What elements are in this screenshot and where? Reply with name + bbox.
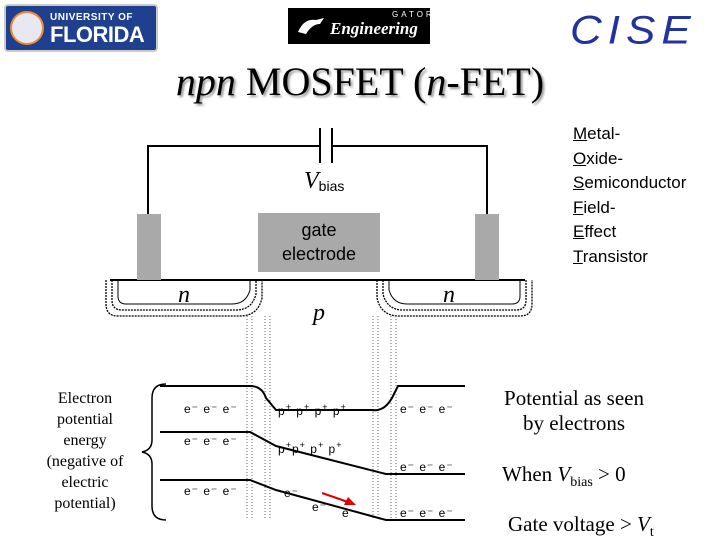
drain-contact [475, 214, 499, 280]
gate-electrode: gate electrode [258, 213, 380, 272]
gate-label-line1: gate [301, 220, 337, 240]
junction-guides [246, 316, 397, 520]
left-n-region-outline [105, 280, 263, 317]
bias-wire-right [332, 145, 488, 214]
uf-logo-top-text: UNIVERSITY OF [50, 12, 133, 23]
electrons-left-top: e⁻ e⁻ e⁻ [184, 402, 238, 416]
acronym-item: Metal- [573, 124, 621, 143]
electrons-left-bottom: e⁻ e⁻ e⁻ [184, 484, 238, 498]
electron-energy-label: Electron potential energy (negative of e… [46, 390, 124, 512]
acronym-item: Field- [573, 197, 616, 217]
electron-channel-3: e⁻ [342, 506, 358, 520]
title-npn: npn [175, 59, 236, 104]
source-contact [137, 214, 161, 280]
right-n-region-outline [376, 280, 533, 317]
gate-voltage-condition: Gate voltage > Vt [508, 512, 654, 541]
holes-top: p+ p+ p+ p+ [278, 402, 347, 418]
electrons-right-bottom: e⁻ e⁻ e⁻ [400, 506, 454, 520]
page-title: npn MOSFET (n-FET) [0, 58, 720, 105]
energy-band-lines [160, 385, 465, 521]
electron-channel-2: e⁻ [312, 500, 328, 514]
electrons-left-mid: e⁻ e⁻ e⁻ [184, 434, 238, 448]
uf-logo: UNIVERSITY OF FLORIDA [4, 4, 158, 52]
electron-flow-arrow [321, 492, 356, 505]
acronym-list: Metal- Oxide- Semiconductor Field- Effec… [573, 122, 686, 269]
vbias-condition: When Vbias > 0 [502, 462, 626, 491]
acronym-item: Transistor [573, 246, 648, 266]
electrons-right-top: e⁻ e⁻ e⁻ [400, 402, 454, 416]
left-n-label: n [178, 282, 190, 308]
electrons-right-mid: e⁻ e⁻ e⁻ [400, 460, 454, 474]
title-n: n [426, 59, 447, 104]
holes-channel: p+p+ p+ p+ [278, 440, 343, 456]
electron-channel-1: e⁻ [284, 486, 300, 500]
right-n-label: n [443, 282, 455, 308]
uf-logo-main-text: FLORIDA [50, 22, 145, 47]
uf-seal-icon [10, 11, 44, 45]
title-mosfet: MOSFET ( [235, 59, 427, 104]
bias-wire-left [147, 145, 320, 214]
label-brace [141, 383, 167, 521]
engineering-logo: GATOR Engineering [288, 8, 432, 44]
gate-label-line2: electrode [281, 244, 357, 264]
potential-note: Potential as seen by electrons [504, 386, 644, 435]
vbias-label: Vbias [304, 168, 345, 194]
acronym-item: Semiconductor [573, 173, 687, 192]
engineering-gator-text: GATOR [392, 10, 435, 19]
gator-icon [298, 18, 324, 34]
p-region-label: p [313, 300, 325, 326]
cise-logo: CISE [570, 8, 697, 53]
engineering-text: Engineering [330, 19, 418, 38]
title-fet: -FET) [446, 59, 545, 104]
acronym-item: Oxide- [573, 148, 624, 168]
acronym-item: Effect [573, 222, 617, 241]
